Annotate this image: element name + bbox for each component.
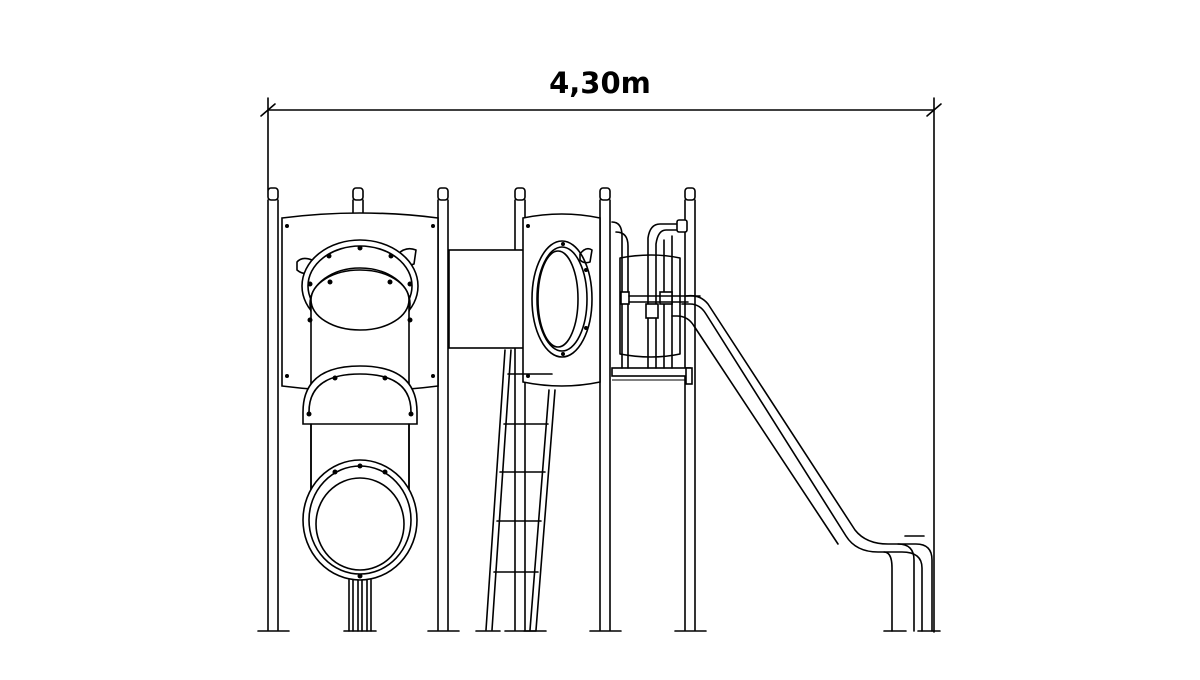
crawl-tunnel xyxy=(448,213,601,387)
handle-icon xyxy=(579,247,593,264)
post-1 xyxy=(257,187,290,632)
slide-platform xyxy=(611,219,701,385)
straight-slide xyxy=(671,294,941,632)
post-6 xyxy=(674,187,707,632)
width-dimension-label: 4,30m xyxy=(549,66,651,100)
width-dimension-line xyxy=(260,97,942,633)
post-3 xyxy=(427,187,460,632)
tube-support-legs xyxy=(343,579,377,632)
tube-slide xyxy=(301,239,419,632)
ladder xyxy=(475,349,556,632)
